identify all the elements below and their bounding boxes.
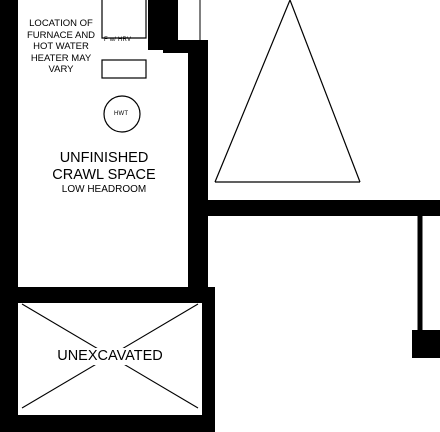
unexcavated-label: UNEXCAVATED <box>50 348 170 365</box>
opening-right-line <box>289 0 361 183</box>
unexcavated-top-wall <box>10 287 215 303</box>
opening-left-line <box>214 0 291 183</box>
hwt-label: HWT <box>114 111 129 117</box>
note-line-1: LOCATION OF <box>29 18 93 29</box>
unexcavated-right-wall <box>202 287 215 432</box>
horizontal-wall <box>205 200 440 216</box>
closet-wall-upper <box>148 0 163 50</box>
equipment-location-note: LOCATION OF FURNACE AND HOT WATER HEATER… <box>20 18 102 76</box>
crawl-space-line-1: UNFINISHED <box>59 150 149 166</box>
crawl-space-line-2: CRAWL SPACE <box>52 166 156 183</box>
furnace-label: F w/ HRV <box>104 37 132 43</box>
note-line-2: FURNACE AND <box>26 29 96 41</box>
crawl-right-wall <box>188 40 208 297</box>
room-lines <box>199 0 423 340</box>
note-line-4: HEATER MAY <box>30 52 92 64</box>
post <box>412 330 440 358</box>
equipment <box>101 0 147 133</box>
hwt-circle <box>103 95 141 133</box>
low-headroom-label: LOW HEADROOM <box>61 184 147 195</box>
note-line-5: VARY <box>48 64 74 75</box>
bottom-wall <box>0 415 215 432</box>
crawl-space-label: UNFINISHED CRAWL SPACE <box>44 150 164 183</box>
furnace-box <box>101 0 147 39</box>
water-heater-box <box>101 59 147 79</box>
left-wall <box>0 0 18 432</box>
note-line-3: HOT WATER <box>33 41 89 52</box>
closet-wall-right <box>163 0 178 50</box>
